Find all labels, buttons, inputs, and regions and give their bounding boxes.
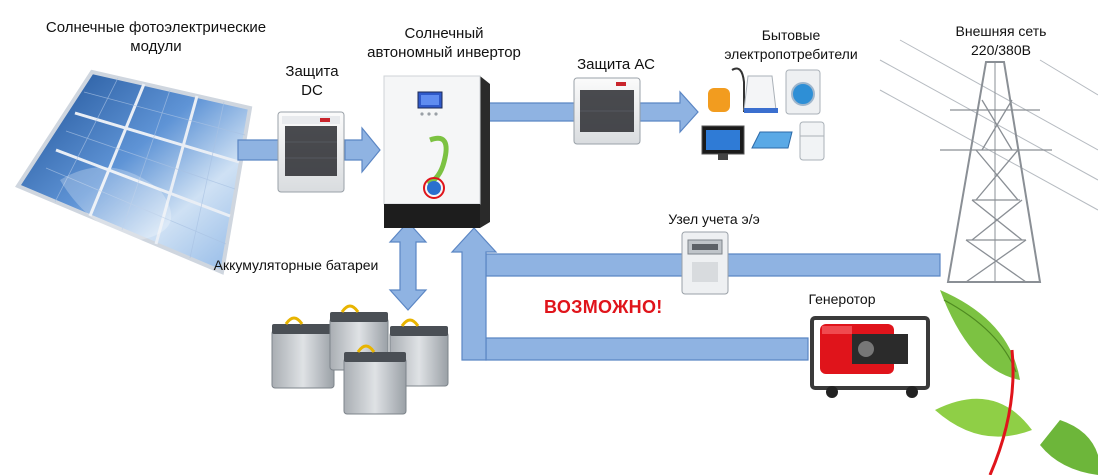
- ac-protection-label: Защита АС: [577, 56, 655, 73]
- pv-modules-text: Солнечные фотоэлектрические модули: [45, 19, 267, 55]
- arrow-generator-line: [485, 337, 809, 361]
- arrow-dc-to-inverter: [344, 126, 381, 174]
- pv-modules-label: Солнечные фотоэлектрические модули: [20, 18, 292, 56]
- power-tower-icon: [879, 39, 1098, 283]
- inverter-line1: Солнечный: [404, 25, 484, 42]
- battery-bank-icon: [271, 304, 449, 415]
- dc-protection-label: Защита DC: [270, 62, 354, 100]
- dc-protection-line2: DC: [301, 82, 323, 99]
- arrow-inverter-to-ac: [487, 102, 579, 122]
- generator-label: Генеротор: [808, 291, 876, 307]
- grid-label: Внешняя сеть 220/380В: [936, 22, 1066, 60]
- battery-icon: [271, 316, 335, 389]
- solar-inverter-icon: [383, 75, 490, 228]
- household-appliances-icon: [701, 67, 825, 161]
- solar-panel-icon: [15, 69, 253, 275]
- grid-line1: Внешняя сеть: [955, 23, 1047, 39]
- consumers-line1: Бытовые: [761, 27, 821, 43]
- consumers-label: Бытовые электропотребители: [706, 26, 876, 64]
- generator-icon: [810, 316, 930, 398]
- arrow-inverter-battery: [388, 221, 428, 311]
- inverter-label: Солнечный автономный инвертор: [344, 24, 544, 62]
- possible-warning-label: ВОЗМОЖНО!: [544, 297, 663, 317]
- electricity-meter-icon: [681, 231, 729, 295]
- inverter-line2: автономный инвертор: [367, 44, 521, 61]
- dc-protection-line1: Защита: [285, 63, 339, 80]
- meter-label: Узел учета э/э: [668, 211, 760, 227]
- grid-line2: 220/380В: [971, 42, 1031, 58]
- arrow-into-inverter: [450, 227, 498, 361]
- arrow-ac-to-consumers: [639, 90, 699, 134]
- dc-breaker-box-icon: [277, 111, 345, 193]
- ac-breaker-box-icon: [573, 77, 641, 145]
- flow-arrows: [237, 90, 941, 361]
- consumers-line2: электропотребители: [724, 46, 858, 62]
- leaf-logo-icon: [935, 290, 1098, 475]
- battery-icon: [343, 344, 407, 415]
- batteries-label: Аккумуляторные батареи: [213, 257, 379, 273]
